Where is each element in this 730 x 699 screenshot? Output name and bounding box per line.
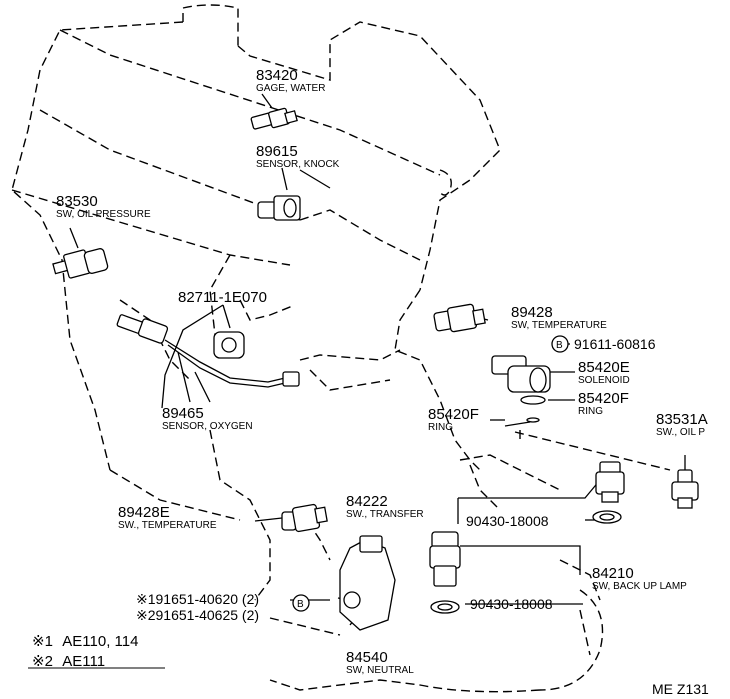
label-82711: 82711-1E070	[178, 289, 267, 306]
part-name-sw-transfer: SW., TRANSFER	[346, 509, 424, 520]
part-name-sw-oil-pressure: SW, OIL PRESSURE	[56, 209, 151, 220]
transfer-switch	[592, 461, 625, 524]
part-number-83531a: 83531A	[656, 411, 708, 428]
legend-mark-2: ※2	[32, 653, 53, 670]
part-name-ring-right: RING	[578, 406, 603, 417]
label-84222: 84222 SW., TRANSFER	[346, 493, 424, 520]
knock-sensor	[257, 195, 301, 221]
part-name-sw-back-up-lamp: SW, BACK UP LAMP	[592, 581, 687, 592]
part-number-89428e: 89428E	[118, 504, 170, 521]
label-85420e: 85420E SOLENOID	[578, 359, 630, 386]
label-84210: 84210 SW, BACK UP LAMP	[592, 565, 687, 592]
part-number-83530: 83530	[56, 193, 98, 210]
engine-outline	[11, 4, 604, 693]
part-name-sw-temperature-e: SW., TEMPERATURE	[118, 520, 217, 531]
back-up-lamp-switch	[429, 531, 461, 614]
oil-pressure-switch	[52, 248, 109, 279]
label-89428e: 89428E SW., TEMPERATURE	[118, 504, 217, 531]
part-number-83420: 83420	[256, 67, 298, 84]
part-number-84222: 84222	[346, 493, 388, 510]
bolt-symbol-upper-text: B	[556, 340, 563, 351]
part-number-84540: 84540	[346, 649, 388, 666]
bolt-symbol-lower-text: B	[297, 599, 304, 610]
part-number-89465: 89465	[162, 405, 204, 422]
part-name-ring-left: RING	[428, 422, 453, 433]
part-name-gage-water: GAGE, WATER	[256, 83, 325, 94]
oxygen-sensor	[116, 314, 300, 388]
part-name-sensor-oxygen: SENSOR, OXYGEN	[162, 421, 253, 432]
part-number-84210: 84210	[592, 565, 634, 582]
label-83530: 83530 SW, OIL PRESSURE	[56, 193, 151, 220]
part-name-sw-neutral: SW, NEUTRAL	[346, 665, 414, 676]
label-83420: 83420 GAGE, WATER	[256, 67, 325, 94]
legend-row-1: ※1 AE110, 114	[32, 633, 138, 650]
label-90430-lower: 90430-18008	[470, 596, 553, 612]
wire-clamp	[213, 331, 245, 359]
part-number-90430-18008-upper: 90430-18008	[466, 513, 549, 529]
label-89615: 89615 SENSOR, KNOCK	[256, 143, 340, 170]
part-name-sw-oil-p: SW., OIL P	[656, 427, 705, 438]
solenoid-rings	[520, 395, 546, 423]
part-number-91651-40625: ※291651-40625 (2)	[136, 607, 259, 623]
label-85420f-right: 85420F RING	[578, 390, 629, 417]
part-name-sensor-knock: SENSOR, KNOCK	[256, 159, 340, 170]
legend-mark-1: ※1	[32, 633, 53, 650]
part-number-91611-60816: 91611-60816	[574, 336, 656, 352]
part-number-85420e: 85420E	[578, 359, 630, 376]
part-number-91651-40620: ※191651-40620 (2)	[136, 591, 259, 607]
legend-text-2: AE111	[62, 653, 105, 670]
solenoid	[491, 355, 551, 393]
label-91651: ※191651-40620 (2) ※291651-40625 (2)	[136, 591, 259, 623]
label-84540: 84540 SW, NEUTRAL	[346, 649, 414, 676]
figure-code: ME Z131	[652, 681, 709, 697]
part-number-89615: 89615	[256, 143, 298, 160]
part-number-85420f-right: 85420F	[578, 390, 629, 407]
temperature-switch	[433, 303, 486, 333]
temperature-switch-e	[281, 503, 328, 533]
oil-p-switch	[671, 469, 699, 509]
legend-row-2: ※2 AE111	[32, 653, 105, 670]
water-gage-sensor	[250, 107, 298, 130]
part-name-sw-temperature: SW, TEMPERATURE	[511, 320, 607, 331]
part-number-82711-1e070: 82711-1E070	[178, 289, 267, 306]
label-89428: 89428 SW, TEMPERATURE	[511, 304, 607, 331]
label-90430-upper: 90430-18008	[466, 513, 549, 529]
bolt-symbol-lower: B	[292, 594, 310, 612]
legend-text-1: AE110, 114	[62, 633, 138, 650]
legend: ※1 AE110, 114 ※2 AE111	[32, 633, 138, 670]
part-number-85420f-left: 85420F	[428, 406, 479, 423]
neutral-switch	[339, 535, 396, 631]
label-83531a: 83531A SW., OIL P	[656, 411, 708, 438]
part-number-90430-18008-lower: 90430-18008	[470, 596, 553, 612]
label-89465: 89465 SENSOR, OXYGEN	[162, 405, 253, 432]
part-name-solenoid: SOLENOID	[578, 375, 630, 386]
label-91611: 91611-60816	[574, 336, 656, 352]
label-85420f-left: 85420F RING	[428, 406, 479, 433]
part-number-89428: 89428	[511, 304, 553, 321]
bolt-symbol-upper: B	[551, 335, 569, 353]
